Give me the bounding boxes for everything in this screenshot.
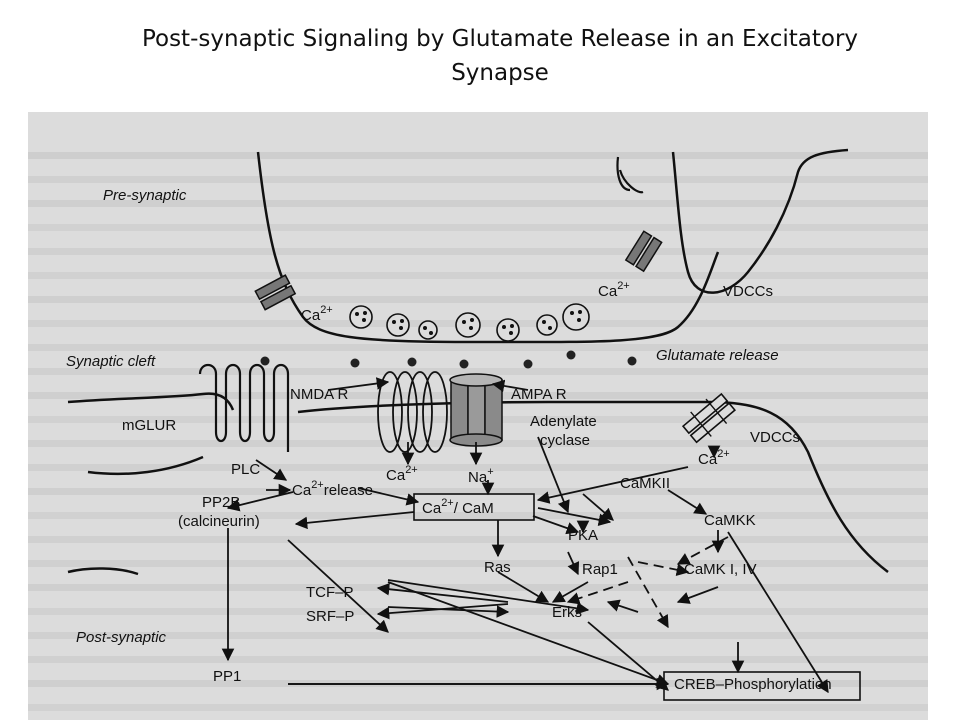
label-cyclase: cyclase [540,432,590,449]
label-vdccs-mid: VDCCs [750,429,800,446]
diagram-scan: Pre-synaptic Synaptic cleft Post-synapti… [28,112,928,720]
label-ca-cam: Ca2+/ CaM [422,497,494,517]
dashed-arrows [566,536,729,629]
ampa-receptor [449,373,503,447]
label-calcineurin: (calcineurin) [178,513,260,530]
label-plc: PLC [231,461,260,478]
label-vdccs-top: VDCCs [723,283,773,300]
title-line-1: Post-synaptic Signaling by Glutamate Rel… [141,26,859,52]
label-ampa-r: AMPA R [511,386,567,403]
label-camk-i-iv: CaMK I, IV [684,561,757,578]
title-line-2: Synapse [451,60,549,86]
label-pp2b: PP2B [202,494,240,511]
label-ca-top-left: Ca2+ [301,304,333,324]
presynaptic-hooks [616,156,644,194]
label-tcf-p: TCF–P [306,584,354,601]
label-mglur: mGLUR [122,417,176,434]
postsynaptic-membrane-mid [297,400,718,414]
label-post-synaptic: Post-synaptic [76,629,167,646]
label-ca-release: Ca2+release [292,479,373,499]
vesicle-contents [355,310,582,335]
slide-title: Post-synaptic Signaling by Glutamate Rel… [80,22,920,90]
label-ca-top-right: Ca2+ [598,280,630,300]
label-synaptic-cleft: Synaptic cleft [66,353,156,370]
label-camkii: CaMKII [620,475,670,492]
presynaptic-membrane-right [671,148,849,294]
label-nmda-r: NMDA R [290,386,349,403]
ca-cam-box [413,493,535,521]
label-creb-phosphorylation: CREB–Phosphorylation [674,676,832,693]
label-ca-nmda: Ca2+ [386,464,418,484]
vdcc-channel-mid [681,392,736,444]
label-srf-p: SRF–P [306,608,354,625]
creb-box [663,671,861,701]
signaling-arrows [221,377,829,694]
label-pre-synaptic: Pre-synaptic [103,187,187,204]
glutamate-dots [260,350,637,369]
vesicles [349,303,590,342]
nmda-receptor [377,371,448,453]
label-ca-vdcc: Ca2+ [698,448,730,468]
synapse-diagram: Pre-synaptic Synaptic cleft Post-synapti… [28,148,928,711]
vdcc-channel-top-left [254,274,297,311]
label-na-ampa: Na+ [468,466,494,486]
label-erks: Erks [552,604,582,621]
postsynaptic-membrane-right [717,400,889,573]
vdcc-channel-top-right [624,230,663,273]
label-rap1: Rap1 [582,561,618,578]
postsynaptic-membrane-left [67,455,204,576]
label-ras: Ras [484,559,511,576]
label-pka: PKA [568,527,598,544]
mglur-receptor [198,363,290,452]
label-pp1: PP1 [213,668,241,685]
label-camkk: CaMKK [704,512,756,529]
label-glutamate-release: Glutamate release [656,347,779,364]
label-adenylate: Adenylate [530,413,597,430]
